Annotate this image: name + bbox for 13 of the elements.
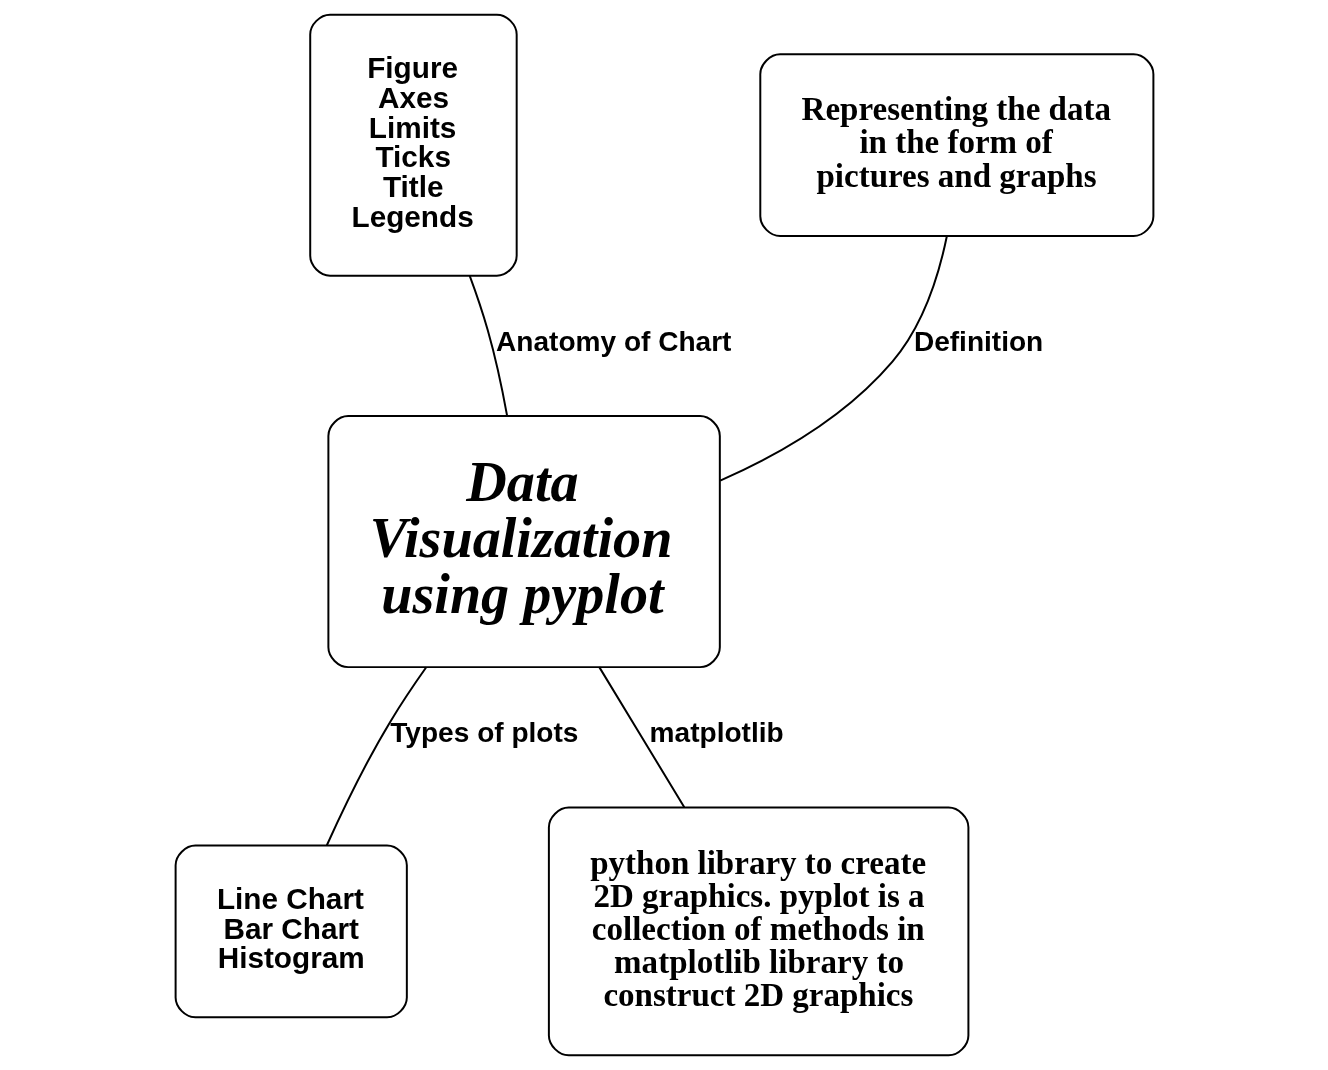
node-box: Representing the data in the form of pictures and graphs <box>758 53 1154 238</box>
node-box: Data Visualization using pyplot <box>326 415 721 669</box>
node-box: Line Chart Bar Chart Histogram <box>174 844 408 1019</box>
connector <box>325 666 427 847</box>
edge-label: Definition <box>913 326 1043 357</box>
edge-label: Anatomy of Chart <box>495 326 731 357</box>
edge-label: Types of plots <box>389 717 578 749</box>
edge-label: matplotlib <box>649 717 784 749</box>
node-box: Figure Axes Limits Ticks Title Legends <box>308 13 518 277</box>
connector <box>718 235 948 482</box>
connector <box>468 274 508 417</box>
connector <box>597 666 685 809</box>
node-box: python library to create 2D graphics. pyplot is a collection of methods in matplotlib library to construct 2D graphics <box>547 806 969 1057</box>
